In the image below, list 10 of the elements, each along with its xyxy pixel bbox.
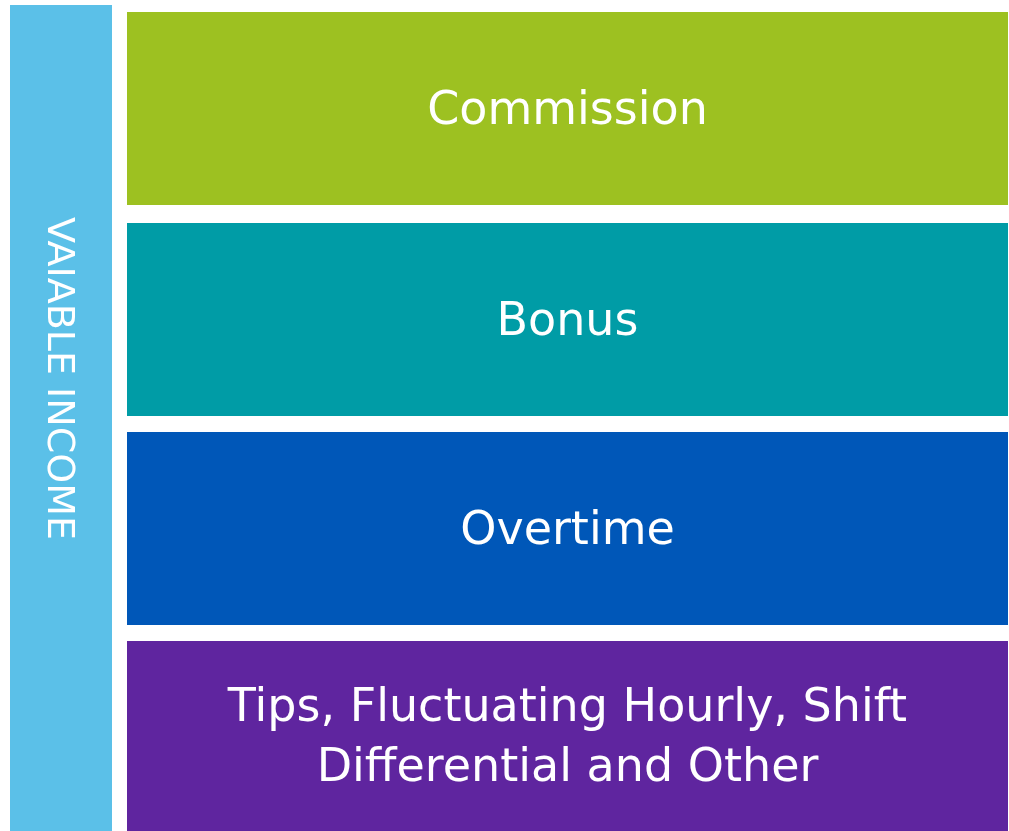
category-bar — [10, 5, 112, 831]
income-type-band — [127, 12, 1008, 205]
band-label: Bonus — [496, 290, 639, 348]
income-type-band — [127, 223, 1008, 416]
category-label: VAIABLE INCOME — [39, 217, 83, 540]
income-type-band — [127, 432, 1008, 625]
income-type-band — [127, 641, 1008, 831]
band-label: Tips, Fluctuating Hourly, Shift Differential and Other — [226, 677, 909, 794]
band-label: Overtime — [460, 499, 675, 557]
band-label: Commission — [427, 79, 708, 137]
